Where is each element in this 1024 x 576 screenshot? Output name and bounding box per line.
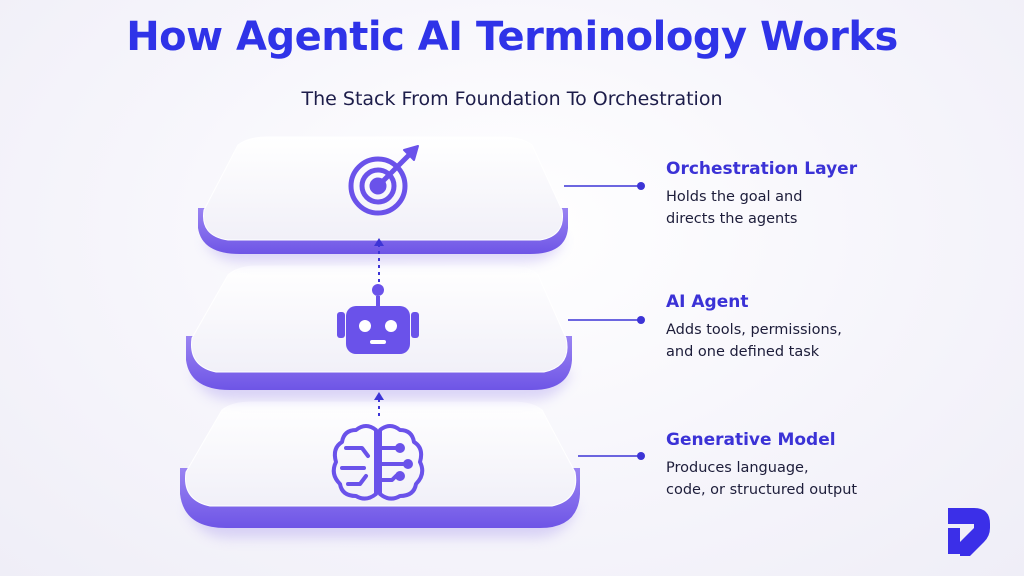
description-line: Holds the goal and bbox=[666, 189, 803, 205]
robot-icon bbox=[337, 284, 419, 354]
target-arrow-icon bbox=[348, 145, 419, 216]
connector-orchestration bbox=[564, 182, 645, 190]
description-line: Adds tools, permissions, bbox=[666, 322, 842, 338]
description-line: code, or structured output bbox=[666, 482, 858, 498]
description-line: Produces language, bbox=[666, 460, 809, 476]
platform-ai-agent bbox=[186, 265, 572, 400]
layer-title: Orchestration Layer bbox=[666, 159, 858, 179]
layer-description: Holds the goal and directs the agents bbox=[666, 186, 986, 230]
description-line: directs the agents bbox=[666, 211, 798, 227]
layer-title: Generative Model bbox=[666, 430, 836, 450]
page-title: How Agentic AI Terminology Works bbox=[126, 14, 898, 60]
page-subtitle: The Stack From Foundation To Orchestrati… bbox=[301, 88, 723, 110]
arrow-model-to-agent bbox=[374, 392, 384, 416]
brain-circuit-icon bbox=[331, 424, 425, 501]
layer-info-generative-model: Generative Model Produces language, code… bbox=[666, 430, 986, 501]
layer-info-orchestration: Orchestration Layer Holds the goal and d… bbox=[666, 159, 986, 230]
layer-description: Produces language, code, or structured o… bbox=[666, 457, 986, 501]
layer-title: AI Agent bbox=[666, 292, 749, 312]
layer-description: Adds tools, permissions, and one defined… bbox=[666, 319, 986, 363]
description-line: and one defined task bbox=[666, 344, 820, 360]
connector-generative-model bbox=[578, 452, 645, 460]
arrow-agent-to-orchestration bbox=[374, 238, 384, 282]
brand-logo-icon bbox=[948, 508, 990, 556]
platform-generative-model bbox=[180, 401, 580, 538]
layer-info-ai-agent: AI Agent Adds tools, permissions, and on… bbox=[666, 292, 986, 363]
connector-ai-agent bbox=[568, 316, 645, 324]
